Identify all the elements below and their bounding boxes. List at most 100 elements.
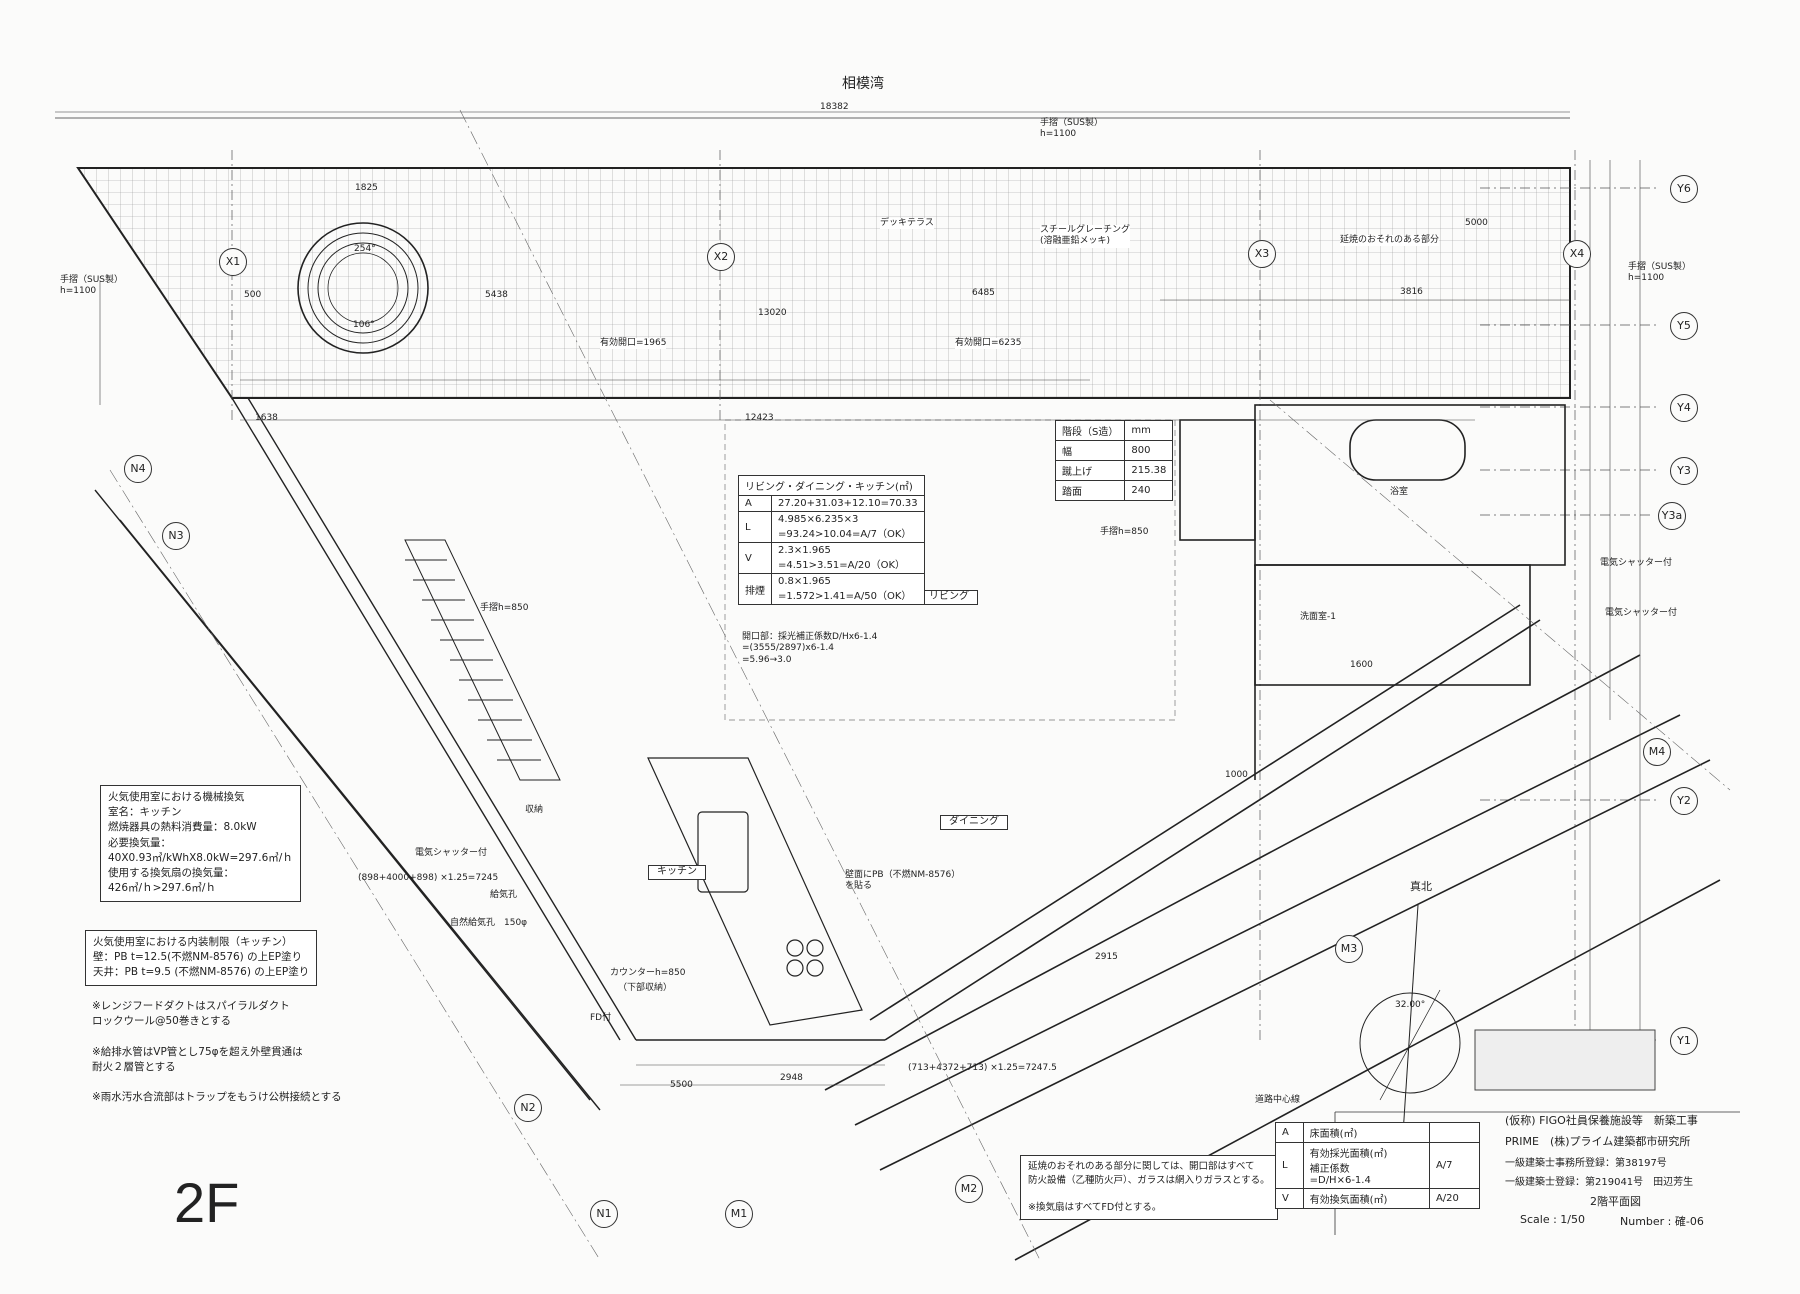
stair-table-unit: mm bbox=[1124, 420, 1174, 441]
dim: 254° bbox=[354, 244, 376, 254]
grid-bubble-m4: M4 bbox=[1643, 738, 1671, 766]
dim: 1600 bbox=[1350, 660, 1373, 670]
dim: 32.00° bbox=[1395, 1000, 1426, 1010]
stair-row-value: 215.38 bbox=[1124, 460, 1174, 481]
under-floor-storage-label: （下部収納） bbox=[618, 983, 673, 993]
handrail-stair: 手摺h=850 bbox=[480, 603, 529, 613]
dim: 106° bbox=[353, 320, 375, 330]
grid-bubble-n3: N3 bbox=[162, 522, 190, 550]
grid-bubble-x4: X4 bbox=[1563, 240, 1591, 268]
handrail-top: 手摺（SUS製） h=1100 bbox=[1040, 118, 1104, 140]
dim: 1825 bbox=[355, 183, 378, 193]
drawing-scale: Scale : 1/50 bbox=[1520, 1213, 1585, 1226]
room-bath: 浴室 bbox=[1390, 487, 1409, 497]
legend-key: A bbox=[1275, 1122, 1304, 1143]
stair-row-value: 240 bbox=[1124, 480, 1174, 501]
dim: 3816 bbox=[1400, 287, 1423, 297]
grid-bubble-n1: N1 bbox=[590, 1200, 618, 1228]
legend-key: L bbox=[1275, 1142, 1304, 1189]
shutter-label-west: 電気シャッター付 bbox=[415, 848, 488, 858]
dim: 12423 bbox=[745, 413, 774, 423]
legend-desc: 床面積(㎡) bbox=[1302, 1122, 1430, 1143]
legend-ratio: A/7 bbox=[1428, 1142, 1481, 1189]
grid-bubble-m1: M1 bbox=[725, 1200, 753, 1228]
stair-row-label: 蹴上げ bbox=[1054, 460, 1126, 481]
legend-ratio bbox=[1428, 1122, 1481, 1143]
grid-bubble-y1: Y1 bbox=[1670, 1027, 1698, 1055]
dim: 5000 bbox=[1465, 218, 1488, 228]
fd-label: FD付 bbox=[590, 1013, 612, 1023]
area-row-key: L bbox=[738, 511, 772, 543]
project-title: (仮称) FIGO社員保養施設等 新築工事 bbox=[1505, 1114, 1698, 1127]
interior-restriction-note: 火気使用室における内装制限（キッチン） 壁：PB t=12.5(不燃NM-857… bbox=[85, 930, 318, 986]
stair-row-label: 踏面 bbox=[1054, 480, 1126, 501]
legend-ratio: A/20 bbox=[1428, 1188, 1481, 1209]
supply-air-label: 給気孔 bbox=[490, 890, 518, 900]
area-row-value: 0.8×1.965 =1.572>1.41=A/50（OK） bbox=[771, 573, 925, 605]
road-center-label: 道路中心線 bbox=[1255, 1095, 1301, 1105]
drawing-number: Number : 確-06 bbox=[1620, 1215, 1704, 1228]
office-registration: 一級建築士事務所登録：第38197号 bbox=[1505, 1158, 1667, 1169]
dim: 6485 bbox=[972, 288, 995, 298]
dim: 5500 bbox=[670, 1080, 693, 1090]
grid-bubble-x2: X2 bbox=[707, 243, 735, 271]
grid-bubble-y2: Y2 bbox=[1670, 787, 1698, 815]
grid-bubble-y5: Y5 bbox=[1670, 312, 1698, 340]
dim: 2948 bbox=[780, 1073, 803, 1083]
room-kitchen: キッチン bbox=[648, 865, 706, 880]
counter-label: カウンターh=850 bbox=[610, 968, 686, 978]
dim: 1638 bbox=[255, 413, 278, 423]
firm-name: PRIME (株)プライム建築都市研究所 bbox=[1505, 1135, 1691, 1148]
legend-desc: 有効換気面積(㎡) bbox=[1302, 1188, 1430, 1209]
grid-bubble-n4: N4 bbox=[124, 455, 152, 483]
legend-desc: 有効採光面積(㎡) 補正係数 =D/H×6-1.4 bbox=[1302, 1142, 1430, 1189]
true-north-label: 真北 bbox=[1410, 880, 1432, 893]
area-row-key: A bbox=[738, 495, 772, 512]
stair-row-value: 800 bbox=[1124, 440, 1174, 461]
calc-west-label: (898+4000+898) ×1.25=7245 bbox=[358, 873, 499, 883]
drawing-name: 2階平面図 bbox=[1590, 1195, 1641, 1208]
natural-supply-label: 自然給気孔 150φ bbox=[450, 918, 528, 928]
grid-bubble-m2: M2 bbox=[955, 1175, 983, 1203]
dim: 13020 bbox=[758, 308, 787, 318]
deck-terrace bbox=[76, 167, 1571, 399]
grid-bubble-x1: X1 bbox=[219, 248, 247, 276]
fire-protection-note: 延焼のおそれのある部分に関しては、開口部はすべて 防火設備（乙種防火戸）、ガラス… bbox=[1020, 1155, 1278, 1221]
shutter-label-east-2: 電気シャッター付 bbox=[1605, 608, 1678, 618]
grid-bubble-y4: Y4 bbox=[1670, 394, 1698, 422]
area-row-value: 27.20+31.03+12.10=70.33 bbox=[771, 495, 925, 512]
area-table-title: リビング・ダイニング・キッチン(㎡) bbox=[738, 475, 925, 496]
architect-registration: 一級建築士登録：第219041号 田辺芳生 bbox=[1505, 1177, 1694, 1188]
room-living: リビング bbox=[920, 590, 978, 605]
grid-bubble-n2: N2 bbox=[514, 1094, 542, 1122]
top-dimension: 18382 bbox=[820, 102, 849, 112]
stair-table-header: 階段（S造） bbox=[1054, 420, 1126, 441]
area-row-key: V bbox=[738, 542, 772, 574]
calc-south-label: (713+4372+713) ×1.25=7247.5 bbox=[908, 1063, 1057, 1073]
wall-pb-label: 壁面にPB（不燃NM-8576） を貼る bbox=[845, 870, 961, 892]
grid-bubble-y6: Y6 bbox=[1670, 175, 1698, 203]
handrail-hall: 手摺h=850 bbox=[1100, 527, 1149, 537]
area-row-value: 4.985×6.235×3 =93.24>10.04=A/7（OK） bbox=[771, 511, 925, 543]
handrail-right: 手摺（SUS製） h=1100 bbox=[1628, 262, 1692, 284]
grid-bubble-x3: X3 bbox=[1248, 240, 1276, 268]
legend-key: V bbox=[1275, 1188, 1304, 1209]
misc-notes: ※レンジフードダクトはスパイラルダクト ロックウール@50巻きとする ※給排水管… bbox=[92, 1000, 342, 1104]
dim: 5438 bbox=[485, 290, 508, 300]
storage-label: 収納 bbox=[525, 805, 544, 815]
deck-terrace-label: デッキテラス bbox=[880, 218, 934, 230]
ventilation-note: 火気使用室における機械換気 室名：キッチン 燃焼器具の熱料消費量：8.0kW 必… bbox=[100, 785, 301, 902]
sea-label: 相模湾 bbox=[842, 76, 884, 92]
handrail-left: 手摺（SUS製） h=1100 bbox=[60, 275, 124, 297]
floor-label: 2F bbox=[174, 1171, 240, 1234]
room-dining: ダイニング bbox=[940, 815, 1008, 830]
grid-bubble-m3: M3 bbox=[1335, 935, 1363, 963]
effective-opening-2: 有効開口=6235 bbox=[955, 338, 1022, 350]
steel-grating-label: スチールグレーチング (溶融亜鉛メッキ) bbox=[1040, 225, 1131, 248]
dim: 500 bbox=[244, 290, 262, 300]
